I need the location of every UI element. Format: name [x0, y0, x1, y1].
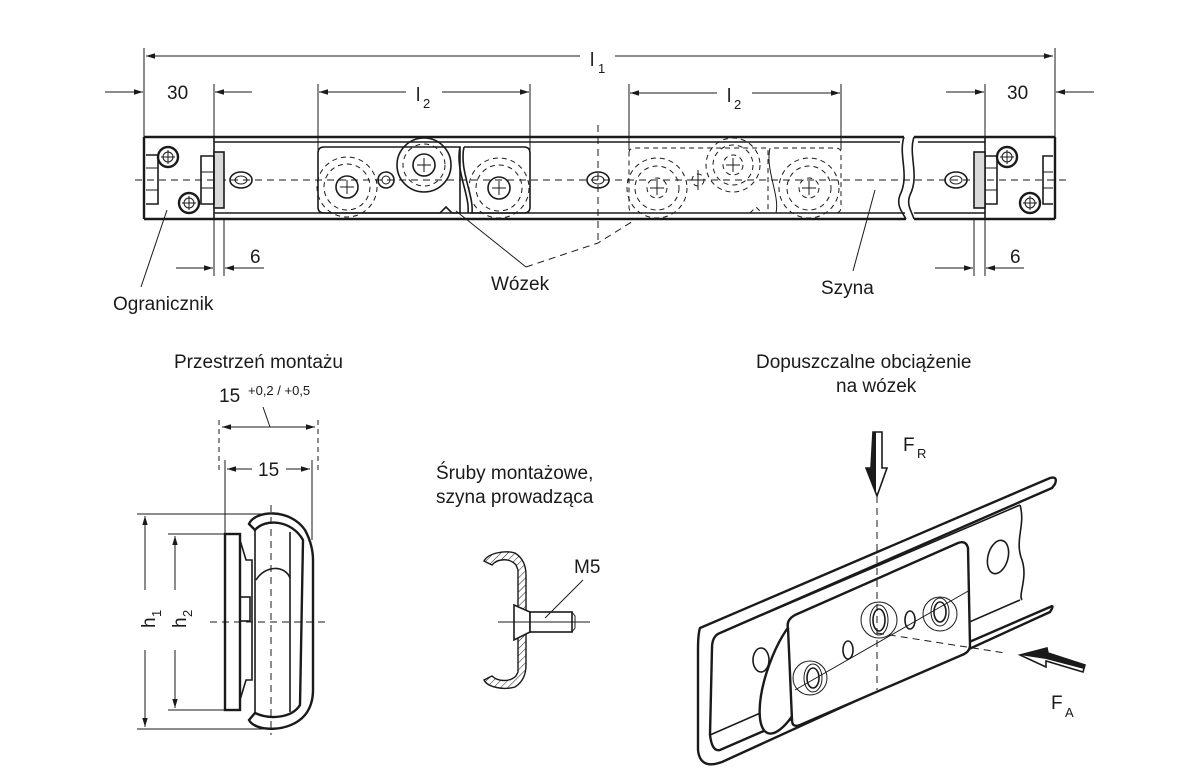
- force-radial-arrow: [864, 431, 889, 499]
- force-axial-main: F: [1051, 693, 1063, 714]
- stop-right: [973, 145, 1053, 215]
- rail-screws: [229, 171, 968, 189]
- dim-l1-sub: 1: [598, 61, 605, 76]
- dimension-30-left: 30: [105, 83, 252, 104]
- mounting-space-title: Przestrzeń montażu: [174, 352, 343, 373]
- dim-l2-right-main: l: [727, 86, 731, 107]
- dim-outer-label: 15: [219, 386, 240, 407]
- dimension-l2-left: l 2: [319, 85, 529, 111]
- thread-label: M5: [574, 557, 600, 578]
- force-radial-main: F: [903, 435, 915, 456]
- top-view: l 1 30 30 l 2 l 2: [105, 48, 1094, 315]
- dim-inner-label: 15: [258, 460, 279, 481]
- load-title-line1: Dopuszczalne obciążenie: [756, 352, 971, 373]
- load-title-line2: na wózek: [836, 376, 917, 397]
- dim-l2-right-sub: 2: [734, 97, 741, 112]
- dim-h1-main: h: [139, 617, 160, 628]
- dim-outer-tolerance: +0,2 / +0,5: [248, 383, 310, 398]
- screws-title-line2: szyna prowadząca: [436, 487, 594, 508]
- mounting-space-view: Przestrzeń montażu 15 +0,2 / +0,5 15 h 1…: [137, 352, 343, 735]
- force-axial-sub: A: [1065, 705, 1074, 720]
- stop-left: [146, 145, 225, 215]
- rail: [135, 125, 1066, 240]
- dim-l2-left-sub: 2: [423, 96, 430, 111]
- dim-l2-left-main: l: [416, 85, 420, 106]
- screws-title-line1: Śruby montażowe,: [436, 462, 593, 484]
- dimension-l2-right: l 2: [630, 86, 840, 112]
- carriage-hidden: [626, 137, 842, 219]
- dimension-6-right: 6: [935, 219, 1024, 276]
- dimension-l1: l 1: [146, 50, 1053, 76]
- dimension-30-right: 30: [946, 83, 1094, 104]
- label-rail: Szyna: [821, 278, 874, 299]
- label-stop: Ogranicznik: [113, 294, 214, 315]
- dim-6-left-label: 6: [250, 247, 261, 268]
- label-carriage: Wózek: [491, 274, 550, 295]
- load-view: Dopuszczalne obciążenie na wózek F R: [696, 352, 1086, 766]
- dim-30-right-label: 30: [1007, 83, 1028, 104]
- dim-30-left-label: 30: [167, 83, 188, 104]
- dim-l1-main: l: [590, 50, 594, 71]
- carriage-plate-perspective: [786, 540, 972, 728]
- screws-view: Śruby montażowe, szyna prowadząca M5: [436, 462, 600, 689]
- dim-h1-sub: 1: [149, 610, 164, 617]
- force-axial-arrow: [1017, 647, 1086, 673]
- dim-h2-main: h: [170, 617, 191, 628]
- dim-6-right-label: 6: [1010, 247, 1021, 268]
- carriage-solid: [316, 137, 531, 219]
- dim-h2-sub: 2: [180, 610, 195, 617]
- force-radial-sub: R: [917, 446, 926, 461]
- dimension-6-left: 6: [176, 219, 264, 276]
